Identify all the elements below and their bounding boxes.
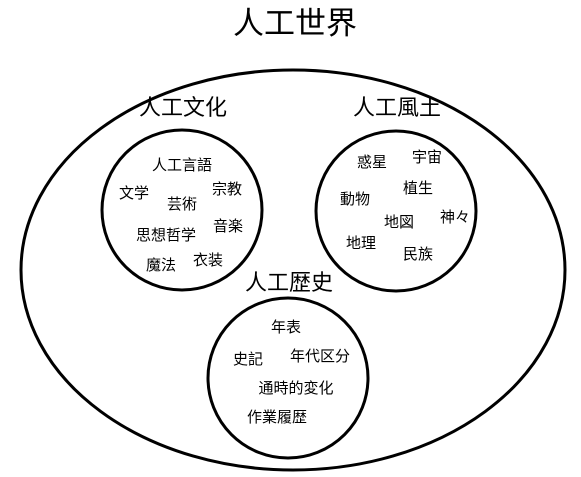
world-ellipse	[19, 68, 567, 472]
environment-item: 地理	[346, 234, 376, 252]
group-title-environment: 人工風土	[353, 96, 441, 121]
culture-circle	[100, 128, 264, 292]
culture-item: 衣装	[193, 251, 223, 269]
history-item: 通時的変化	[258, 379, 333, 397]
culture-item: 音楽	[213, 217, 243, 235]
environment-circle	[314, 129, 478, 293]
culture-item: 人工言語	[152, 156, 212, 174]
environment-item: 宇宙	[412, 148, 442, 166]
history-circle	[206, 296, 370, 460]
group-culture: 人工文化 人工言語 文学 芸術 宗教 思想哲学 音楽 魔法 衣装	[100, 96, 264, 292]
environment-item: 民族	[403, 245, 433, 263]
history-item: 史記	[233, 350, 263, 368]
group-title-culture: 人工文化	[139, 96, 227, 121]
culture-item: 宗教	[212, 180, 242, 198]
diagram-title: 人工世界	[233, 6, 357, 42]
history-item: 年表	[271, 318, 301, 336]
culture-item: 思想哲学	[136, 226, 196, 244]
group-title-history: 人工歴史	[245, 271, 333, 296]
culture-item: 芸術	[167, 195, 197, 213]
environment-item: 惑星	[357, 153, 387, 171]
environment-item: 植生	[403, 179, 433, 197]
culture-item: 文学	[119, 184, 149, 202]
environment-item: 神々	[440, 208, 470, 226]
environment-item: 動物	[340, 190, 370, 208]
culture-item: 魔法	[146, 256, 176, 274]
history-item: 作業履歴	[247, 408, 307, 426]
group-environment: 人工風土 惑星 宇宙 動物 植生 地図 神々 地理 民族	[314, 96, 478, 293]
environment-item: 地図	[384, 213, 414, 231]
group-history: 人工歴史 年表 史記 年代区分 通時的変化 作業履歴	[206, 271, 370, 460]
history-item: 年代区分	[290, 347, 350, 365]
